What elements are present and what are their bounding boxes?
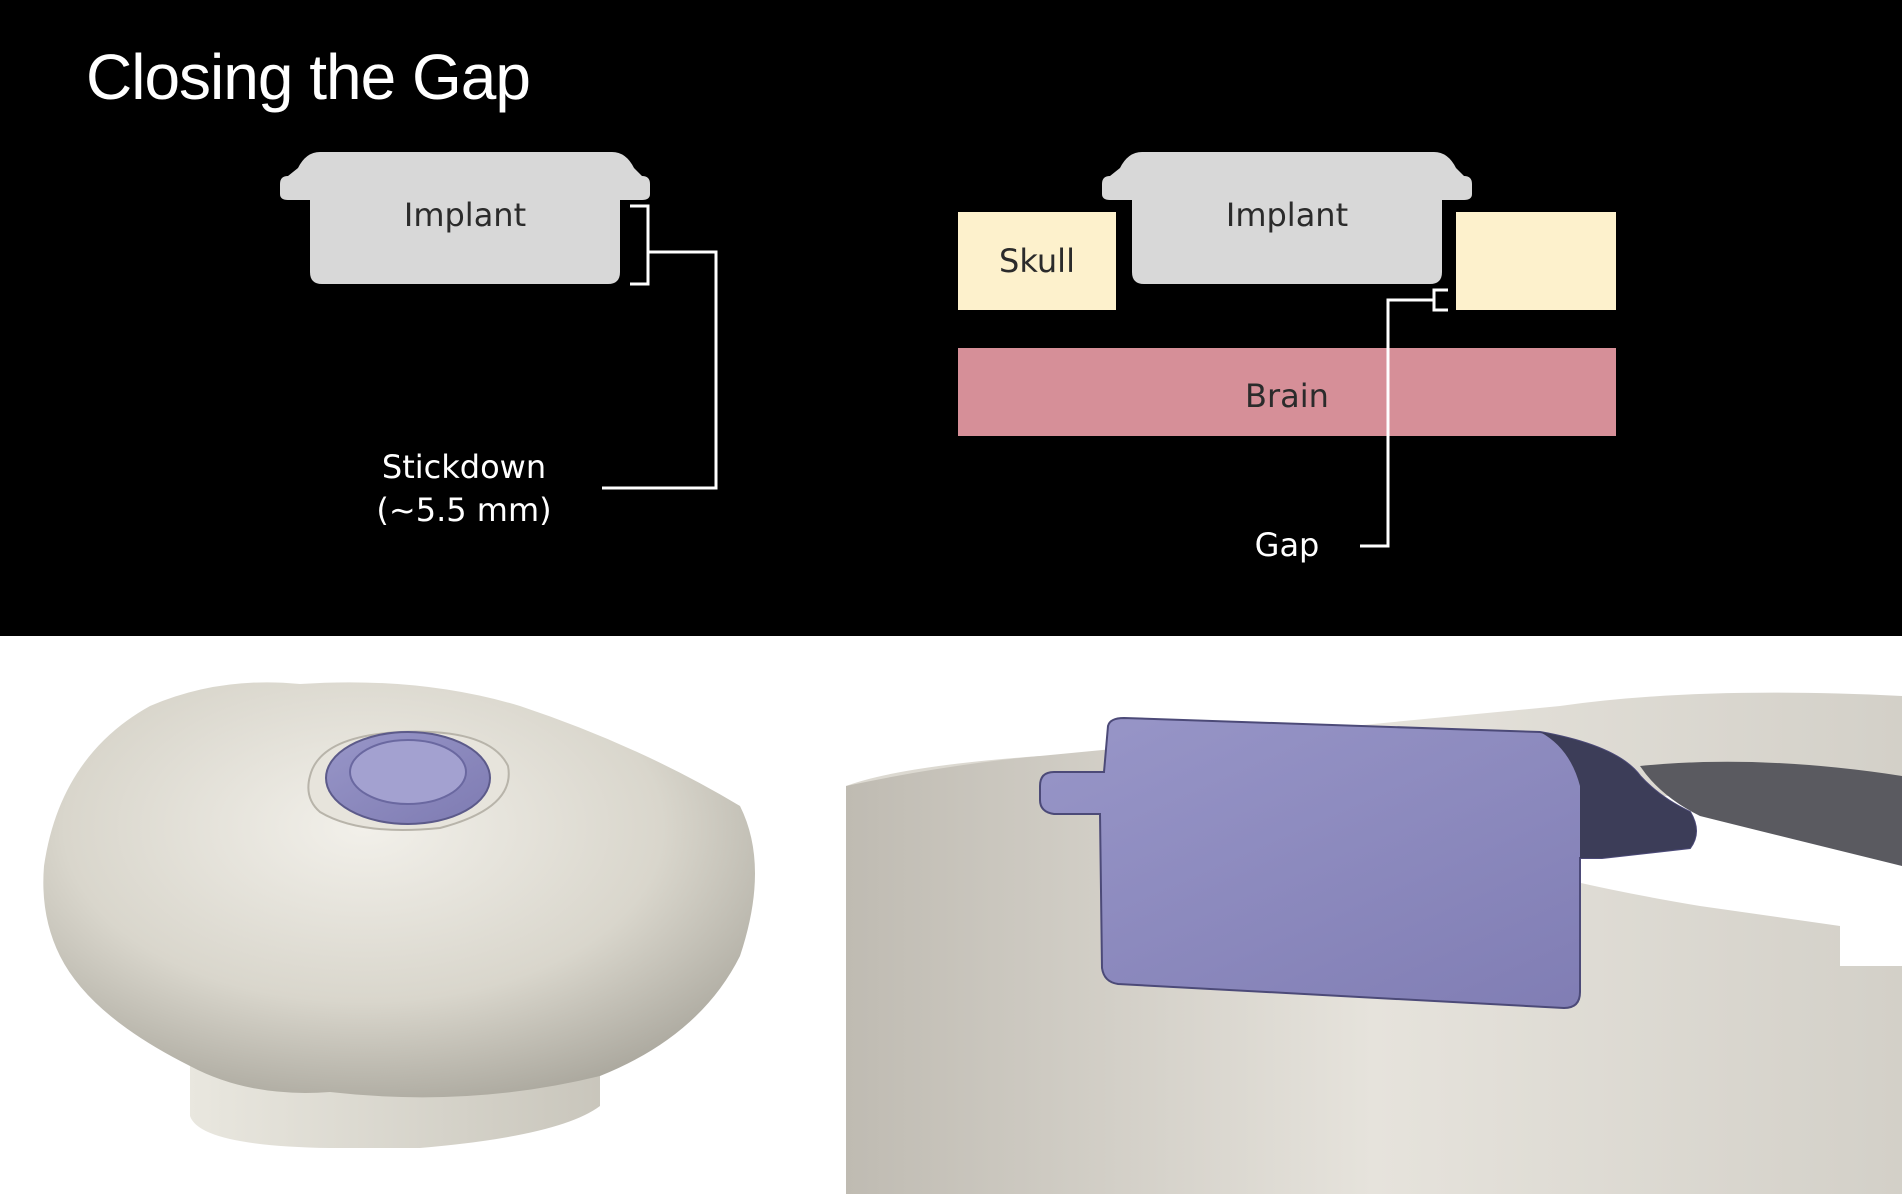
cross-section-render: [846, 692, 1902, 1194]
skull-dome-render: [43, 682, 756, 1148]
renders-svg: [43, 682, 1902, 1194]
stickdown-value: (~5.5 mm): [376, 491, 551, 529]
left-implant-shape: [280, 152, 650, 284]
brain-label: Brain: [1245, 377, 1329, 415]
dome-implant-cap: [349, 739, 467, 805]
stickdown-label: Stickdown: [382, 448, 546, 486]
render-panel: [0, 636, 1902, 1194]
implant-gap-diagram: Implant Stickdown (~5.5 mm) Skull Implan…: [280, 152, 1616, 564]
slide-title: Closing the Gap: [86, 41, 531, 113]
implant-edge-dark: [1540, 732, 1696, 858]
brain-block: [958, 348, 1616, 436]
dark-tissue: [1640, 761, 1902, 866]
right-diagram: Skull Implant Brain Gap: [958, 152, 1616, 564]
right-implant-shape: [1102, 152, 1472, 284]
stickdown-bracket: [602, 204, 718, 490]
left-diagram: Implant Stickdown (~5.5 mm): [280, 152, 718, 529]
skull-right: [1456, 212, 1616, 310]
right-implant-label: Implant: [1226, 196, 1348, 234]
gap-bracket: [1360, 288, 1448, 548]
skull-left: [958, 212, 1116, 310]
left-implant-label: Implant: [404, 196, 526, 234]
diagram-panel: Closing the Gap Implant Stickdown (~5.5 …: [86, 41, 1616, 564]
gap-label: Gap: [1255, 526, 1320, 564]
dome-surface: [43, 682, 756, 1098]
skull-label: Skull: [999, 242, 1075, 280]
